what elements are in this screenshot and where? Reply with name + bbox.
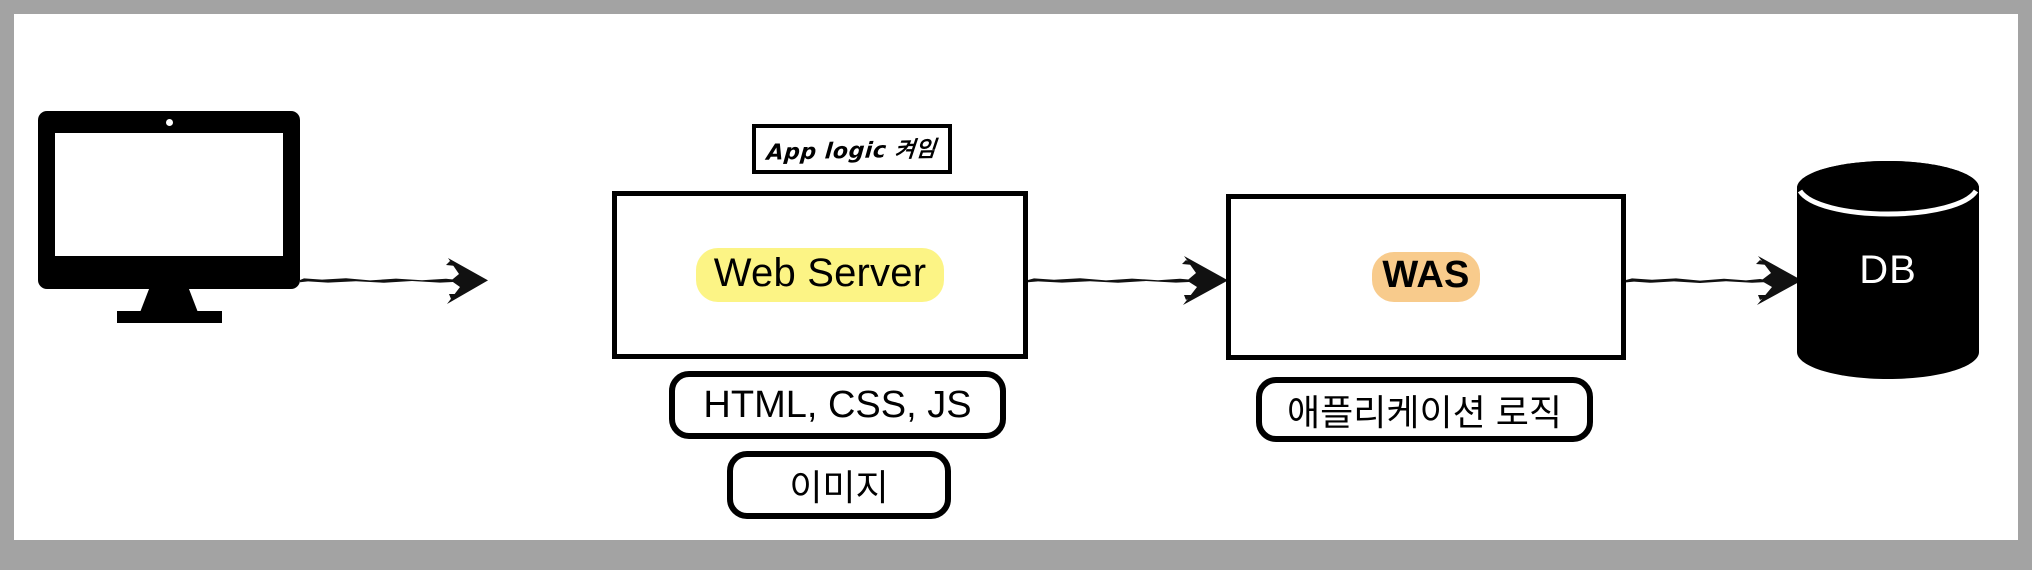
app-logic-label: 애플리케이션 로직 bbox=[1287, 391, 1562, 433]
monitor-screen bbox=[55, 133, 283, 256]
database-icon bbox=[1797, 161, 1979, 379]
monitor-body bbox=[38, 111, 300, 289]
image-annotation: 이미지 bbox=[727, 451, 951, 519]
was-label: WAS bbox=[1372, 252, 1480, 302]
monitor-stand-neck bbox=[139, 287, 199, 315]
app-logic-note-text: App logic 켜임 bbox=[765, 137, 938, 166]
was-node[interactable]: WAS bbox=[1226, 194, 1626, 360]
arrow-was-to-db bbox=[1626, 256, 1802, 305]
static-assets-label: HTML, CSS, JS bbox=[703, 383, 972, 426]
db-label: DB bbox=[1859, 247, 1917, 292]
monitor-camera-dot bbox=[166, 119, 173, 126]
diagram-canvas: App logic 켜임 Web Server WAS bbox=[14, 14, 2018, 540]
monitor-stand-base bbox=[117, 311, 222, 323]
arrow-client-to-web-server bbox=[300, 258, 488, 304]
static-assets-annotation: HTML, CSS, JS bbox=[669, 371, 1006, 439]
db-cylinder-node[interactable]: DB bbox=[1797, 161, 1979, 379]
app-logic-annotation: 애플리케이션 로직 bbox=[1256, 377, 1593, 442]
monitor-icon bbox=[38, 111, 300, 323]
web-server-node[interactable]: Web Server bbox=[612, 191, 1028, 359]
arrow-web-server-to-was bbox=[1028, 256, 1228, 305]
web-server-label: Web Server bbox=[695, 248, 945, 302]
image-label: 이미지 bbox=[789, 467, 889, 508]
app-logic-note-box: App logic 켜임 bbox=[752, 124, 952, 174]
